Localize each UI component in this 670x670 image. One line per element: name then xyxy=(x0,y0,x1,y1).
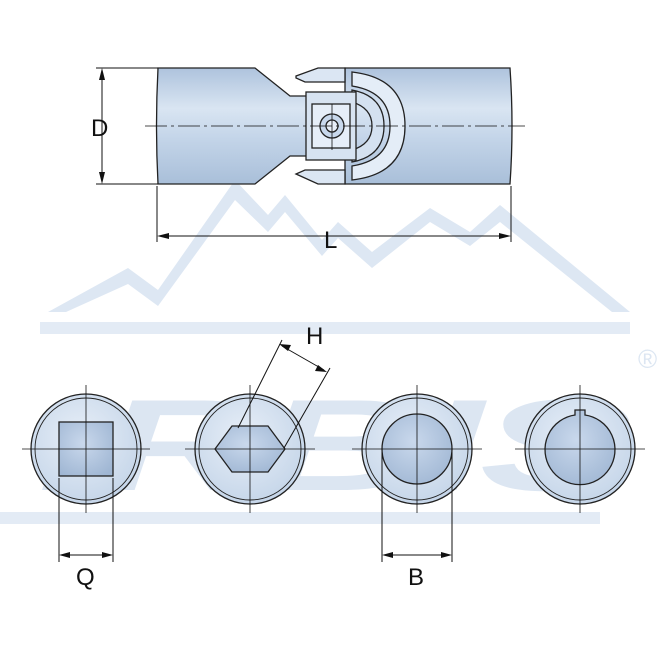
dimension-L: L xyxy=(156,186,512,254)
right-yoke xyxy=(351,71,406,181)
arrow-up xyxy=(99,68,105,80)
arrow-left xyxy=(157,233,169,239)
left-yoke-bottom xyxy=(294,169,346,185)
arrow-h-2 xyxy=(315,365,327,372)
end-view-hex xyxy=(185,385,315,513)
dimension-H: H xyxy=(237,323,331,449)
watermark-mountain xyxy=(48,180,630,312)
end-view-square xyxy=(22,385,150,513)
label-L: L xyxy=(324,227,337,254)
arrow-h-1 xyxy=(279,344,291,351)
label-B: B xyxy=(408,564,424,591)
arrow-b-left xyxy=(382,552,393,558)
arrow-q-left xyxy=(59,552,70,558)
end-view-round xyxy=(352,385,482,513)
label-Q: Q xyxy=(76,564,95,591)
dimension-line-H xyxy=(281,345,325,371)
arrow-b-right xyxy=(441,552,452,558)
arrow-down xyxy=(99,172,105,184)
dimension-D: D xyxy=(91,67,158,185)
arrow-q-right xyxy=(102,552,113,558)
label-H: H xyxy=(306,323,323,350)
dimension-Q: Q xyxy=(58,478,114,591)
label-D: D xyxy=(91,115,108,142)
end-view-keyway xyxy=(515,385,645,513)
watermark-band-bottom xyxy=(0,512,600,524)
extension-line-h-1 xyxy=(237,339,283,429)
watermark-band-top xyxy=(40,322,630,334)
extension-line-h-2 xyxy=(283,367,331,449)
joint-side-view xyxy=(145,67,525,185)
left-yoke-top xyxy=(295,67,346,83)
dimension-B: B xyxy=(381,452,453,591)
arrow-right xyxy=(499,233,511,239)
watermark-registered: ® xyxy=(638,344,657,374)
